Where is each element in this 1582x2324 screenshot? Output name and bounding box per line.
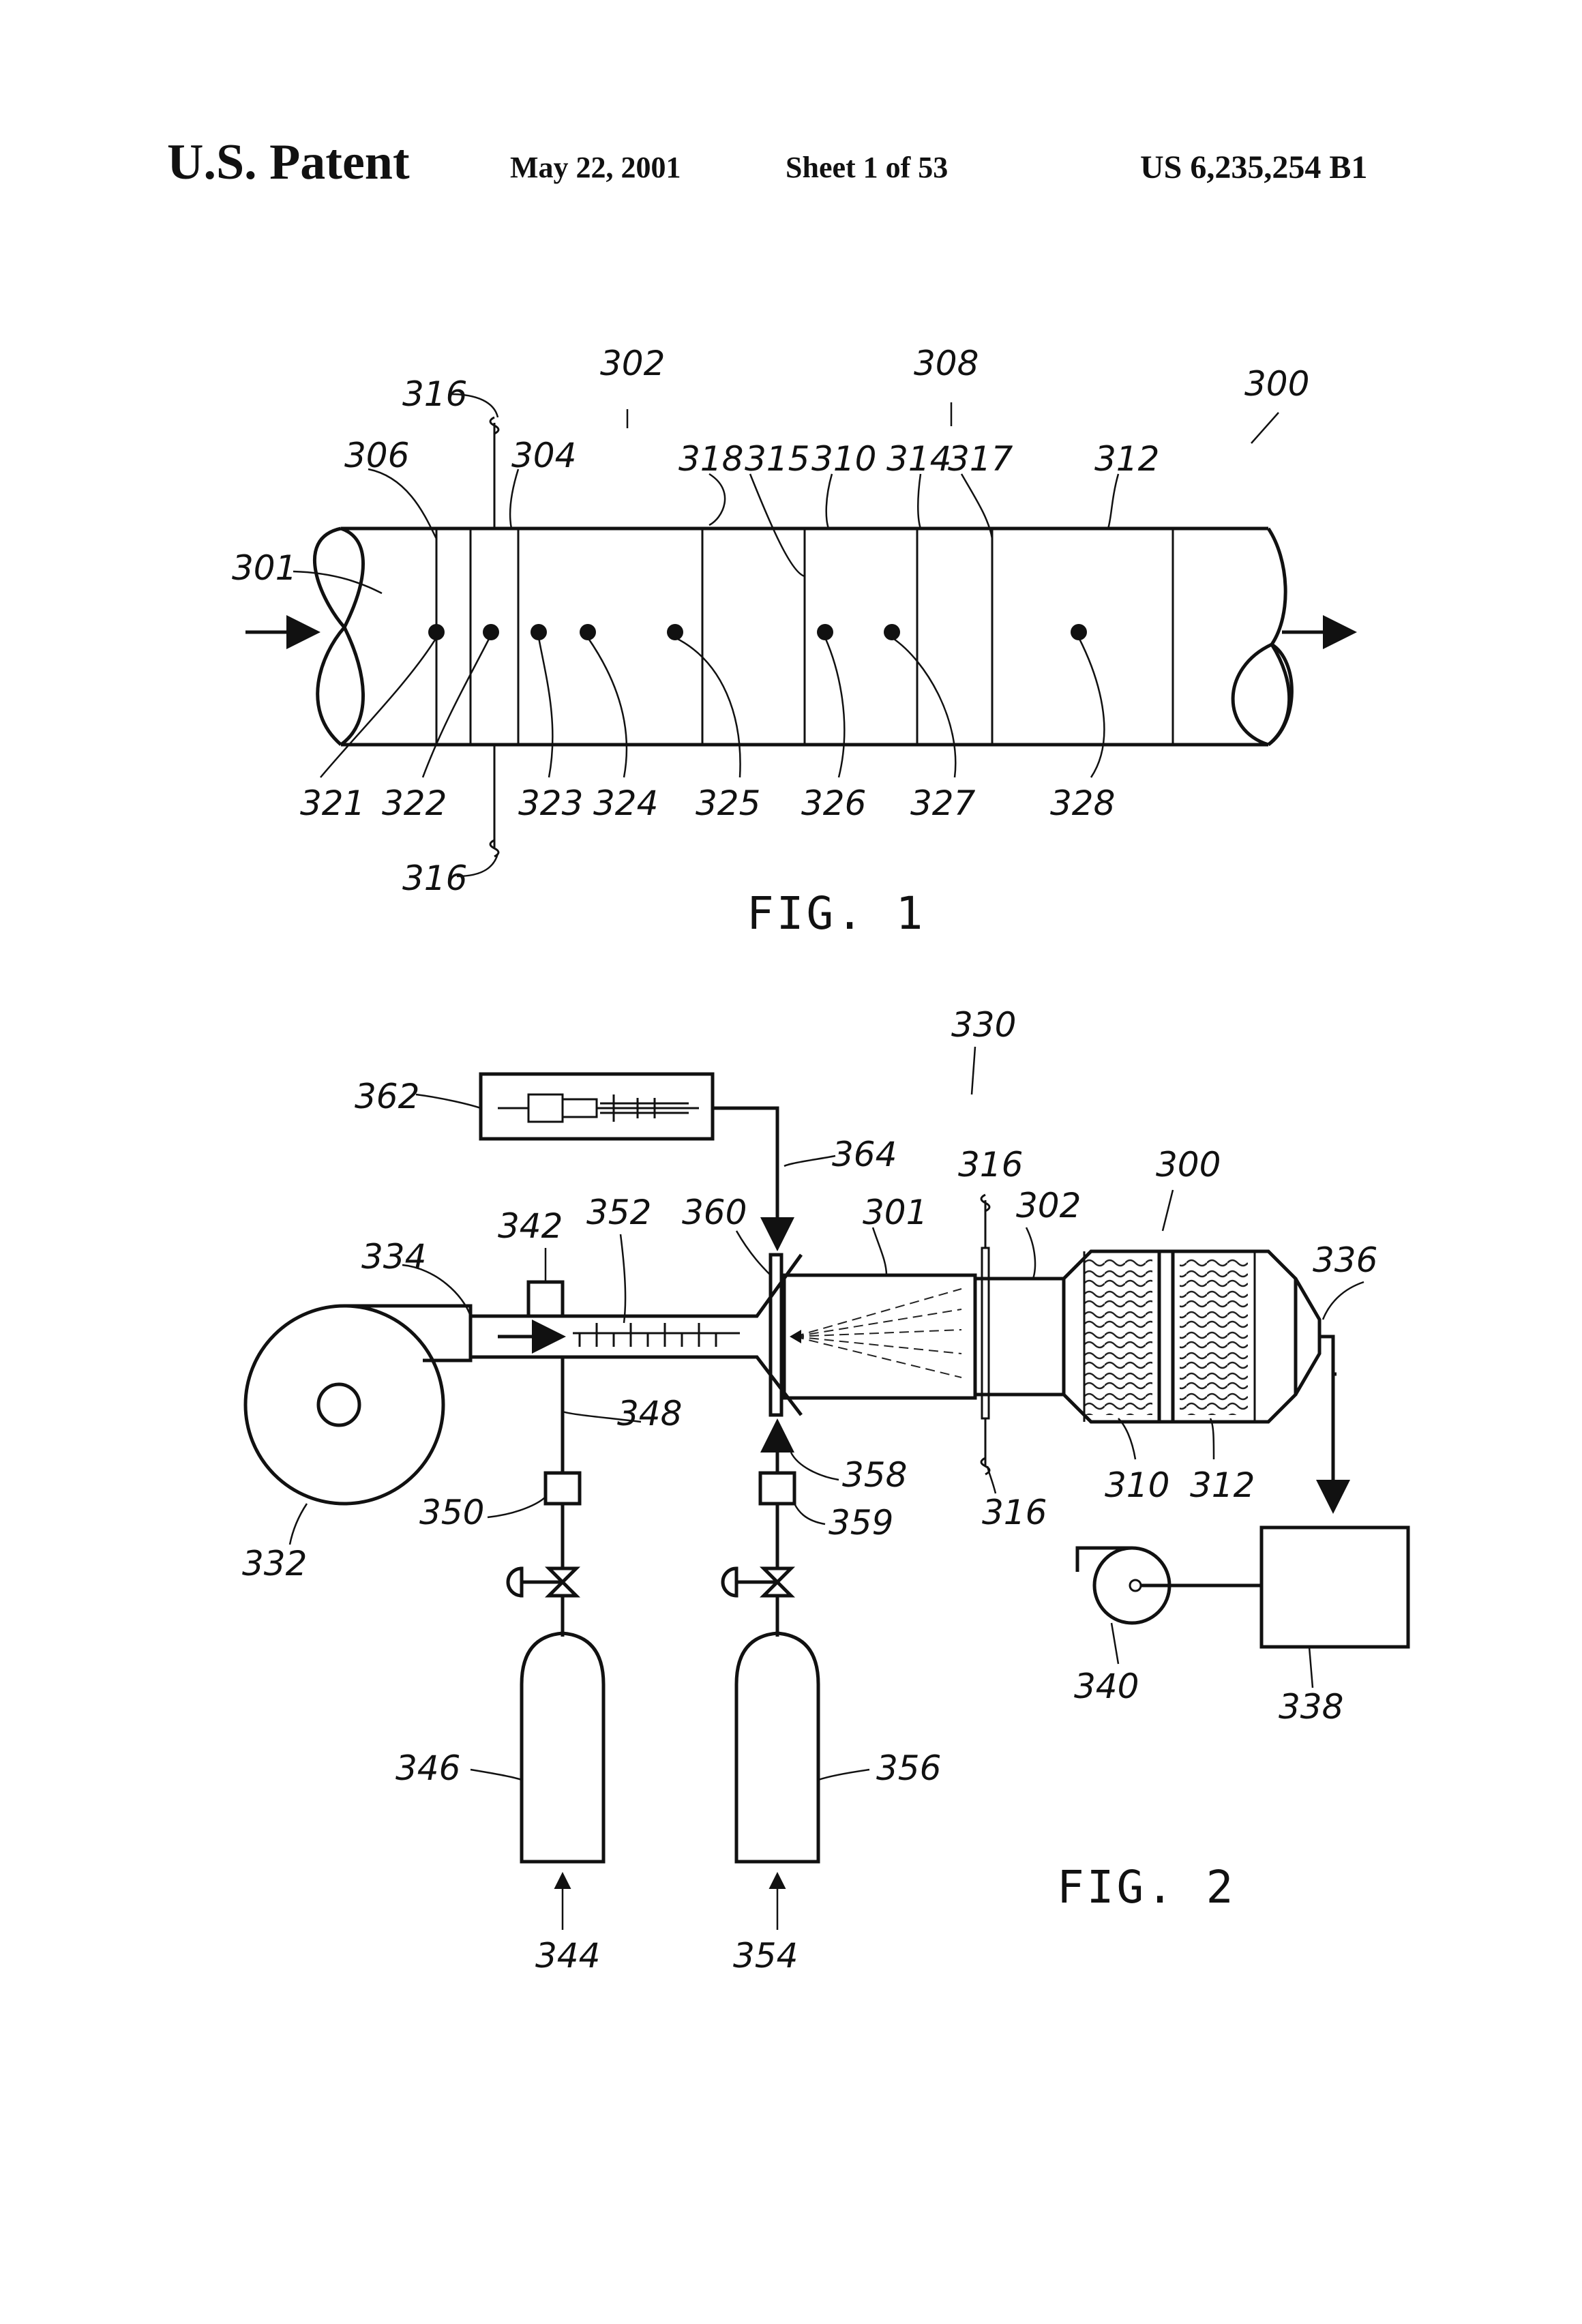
fig1-label: 328 [1050, 784, 1115, 823]
fig1-label: 301 [232, 548, 297, 588]
fig2-label: 354 [733, 1936, 798, 1976]
fig1-label: 310 [811, 439, 876, 479]
fig1-label: 322 [382, 784, 447, 823]
fig2-label: 330 [951, 1005, 1016, 1045]
fig1-label: 318 [678, 439, 743, 479]
fig2-label: 316 [958, 1145, 1023, 1185]
fig1-label: 324 [593, 784, 658, 823]
fig1-label: 302 [600, 344, 665, 383]
fig2-label: 350 [419, 1493, 484, 1532]
fig1-label: 321 [300, 784, 365, 823]
fig1-label: 300 [1244, 364, 1309, 404]
fig1-label: 306 [344, 436, 409, 475]
fig2-label: 346 [395, 1748, 460, 1788]
fig2-label: 336 [1313, 1240, 1377, 1280]
fig2-label: 316 [982, 1493, 1047, 1532]
fig2-label: 302 [1016, 1186, 1081, 1225]
fig2-label: 352 [586, 1193, 651, 1232]
fig2-label: 364 [832, 1135, 897, 1174]
fig1-label: 316 [402, 859, 467, 898]
fig2-label: 300 [1156, 1145, 1221, 1185]
fig1-label: 304 [511, 436, 576, 475]
fig2-label: 332 [242, 1544, 307, 1583]
fig2-label: 312 [1190, 1465, 1255, 1505]
fig1-label: 312 [1094, 439, 1159, 479]
fig1-label: 327 [910, 784, 976, 823]
fig2-label: 362 [355, 1077, 419, 1116]
fig1-label: 317 [948, 439, 1013, 479]
fig1-label: 316 [402, 374, 467, 414]
fig2-label: 360 [682, 1193, 747, 1232]
fig2-label: 348 [617, 1394, 682, 1433]
fig1-label: 323 [518, 784, 583, 823]
fig1-label: 308 [914, 344, 979, 383]
fig1-drawing: 316 302 308 300 306 304 318 315 310 314 … [232, 344, 1350, 940]
fig1-label: 326 [801, 784, 866, 823]
fig1-label: 314 [886, 439, 951, 479]
fig2-label: 342 [498, 1206, 563, 1246]
fig1-label: 315 [745, 439, 809, 479]
fig2-label: 338 [1279, 1687, 1343, 1727]
fig1-caption: FIG. 1 [747, 887, 925, 940]
fig2-caption: FIG. 2 [1057, 1861, 1236, 1913]
fig2-label: 310 [1105, 1465, 1169, 1505]
fig2-label: 334 [361, 1237, 426, 1277]
fig2-drawing: 330 362 364 316 300 342 352 360 301 302 … [242, 1005, 1408, 1976]
fig2-label: 358 [842, 1455, 907, 1495]
fig2-label: 356 [876, 1748, 941, 1788]
fig2-label: 344 [535, 1936, 600, 1976]
fig1-label: 325 [696, 784, 760, 823]
fig2-label: 340 [1074, 1667, 1139, 1706]
fig2-label: 301 [863, 1193, 927, 1232]
fig2-label: 359 [829, 1503, 893, 1543]
